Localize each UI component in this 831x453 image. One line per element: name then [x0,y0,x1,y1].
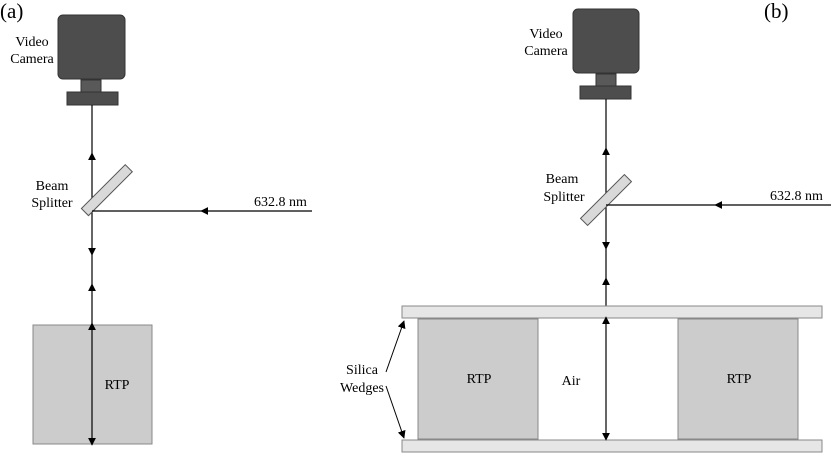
camera-label-b-line2: Camera [524,44,568,59]
camera-base-b [579,85,632,100]
splitter-label-b-line1: Beam [546,172,579,187]
wedge-label-line1: Silica [346,363,379,378]
wedge-pointer-bottom [385,385,406,439]
wavelength-label-a: 632.8 nm [254,195,307,210]
wavelength-label-b: 632.8 nm [770,189,823,204]
splitter-label-a-line1: Beam [36,179,69,194]
panel-b: (b) Video Camera Beam Splitter 632.8 nm [340,0,831,453]
panel-a: (a) Video Camera Beam Splitter 632.8 nm … [0,0,312,446]
air-gap-label: Air [562,374,581,389]
splitter-label-b-line2: Splitter [543,190,585,205]
beam-splitter-a [80,163,134,217]
camera-label-a-line2: Camera [10,52,54,67]
rtp-label-b-right: RTP [727,372,752,387]
video-camera-b [572,8,640,100]
beam-splitter-b [579,173,633,227]
video-camera-a [57,14,126,106]
camera-base-a [66,91,119,106]
camera-body-a [57,14,126,80]
rtp-label-a: RTP [105,378,130,393]
wedge-pointer-top [385,320,406,373]
panel-b-letter: (b) [764,0,789,23]
camera-label-b-line1: Video [529,27,562,42]
camera-body-b [572,8,640,74]
panel-a-letter: (a) [0,0,23,23]
camera-neck-a [80,79,102,93]
silica-wedge-top [401,305,823,319]
splitter-label-a-line2: Splitter [31,196,73,211]
rtp-crystal-b-left [417,318,539,440]
camera-label-a-line1: Video [15,35,48,50]
silica-wedge-bottom [401,439,823,453]
camera-neck-b [595,73,617,87]
rtp-label-b-left: RTP [467,372,492,387]
rtp-crystal-b-right [677,318,799,440]
wedge-label-line2: Wedges [340,381,384,396]
